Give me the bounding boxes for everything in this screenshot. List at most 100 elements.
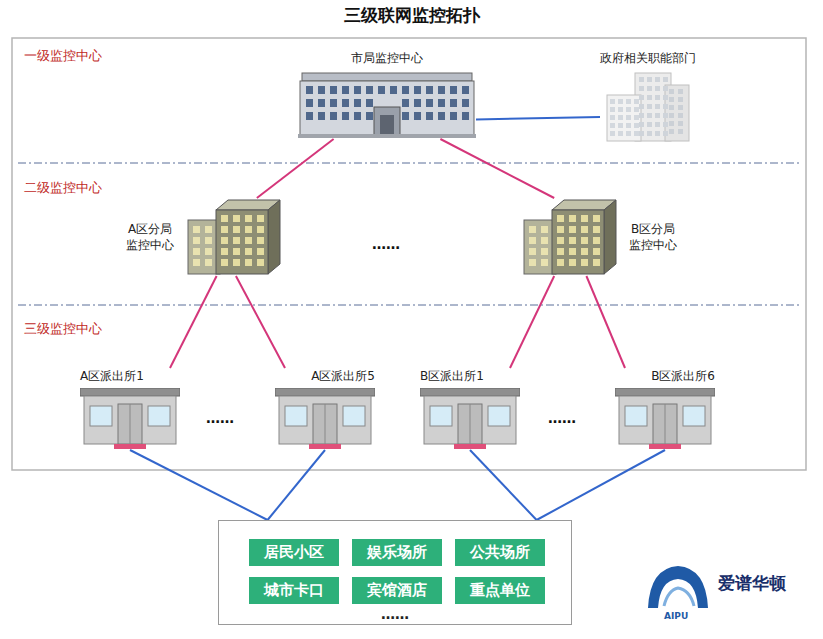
window bbox=[221, 226, 228, 233]
window bbox=[257, 237, 264, 244]
window bbox=[257, 226, 264, 233]
door bbox=[313, 404, 337, 444]
window bbox=[257, 248, 264, 255]
node-label: A区分局 监控中心 bbox=[120, 221, 180, 253]
window bbox=[438, 86, 445, 94]
window bbox=[414, 99, 421, 107]
window bbox=[593, 237, 600, 244]
window bbox=[342, 86, 349, 94]
window bbox=[569, 237, 576, 244]
wall bbox=[279, 396, 371, 444]
government-building: 政府相关职能部门 bbox=[600, 50, 696, 143]
node-label: …… bbox=[219, 606, 571, 622]
window bbox=[610, 123, 615, 128]
window bbox=[306, 112, 313, 120]
window bbox=[669, 129, 674, 134]
window bbox=[221, 248, 228, 255]
network-link bbox=[470, 450, 537, 520]
node-label: B区派出所1 bbox=[420, 368, 484, 385]
window bbox=[639, 86, 644, 91]
roof bbox=[302, 73, 472, 81]
police-station: A区派出所5 bbox=[275, 368, 375, 450]
window bbox=[193, 248, 200, 255]
window bbox=[378, 86, 385, 94]
hq-building: 市局监控中心 bbox=[298, 50, 476, 139]
wall bbox=[424, 396, 516, 444]
base bbox=[298, 134, 476, 138]
window bbox=[426, 99, 433, 107]
node-label: A区派出所5 bbox=[311, 368, 375, 385]
window bbox=[402, 86, 409, 94]
window bbox=[462, 99, 469, 107]
window bbox=[655, 77, 660, 82]
window bbox=[647, 95, 652, 100]
window bbox=[426, 86, 433, 94]
step bbox=[114, 444, 146, 449]
building-icon bbox=[298, 71, 476, 139]
window bbox=[625, 406, 647, 426]
window bbox=[639, 113, 644, 118]
window bbox=[541, 259, 548, 266]
window bbox=[639, 77, 644, 82]
window bbox=[634, 131, 639, 136]
window bbox=[655, 95, 660, 100]
station-icon bbox=[80, 388, 180, 450]
window bbox=[221, 237, 228, 244]
building-icon bbox=[605, 71, 691, 143]
window bbox=[626, 115, 631, 120]
network-link bbox=[440, 139, 554, 198]
window bbox=[678, 97, 683, 102]
window bbox=[366, 112, 373, 120]
window bbox=[438, 112, 445, 120]
window bbox=[205, 259, 212, 266]
window bbox=[245, 215, 252, 222]
window bbox=[541, 226, 548, 233]
window bbox=[221, 215, 228, 222]
window bbox=[663, 77, 668, 82]
diagram-title: 三级联网监控拓扑 bbox=[0, 4, 823, 27]
station-icon bbox=[420, 388, 520, 450]
window bbox=[306, 99, 313, 107]
window bbox=[569, 226, 576, 233]
window bbox=[655, 104, 660, 109]
window bbox=[663, 122, 668, 127]
window bbox=[390, 86, 397, 94]
node-label: 娱乐场所 bbox=[367, 543, 427, 562]
window bbox=[233, 248, 240, 255]
window bbox=[626, 123, 631, 128]
roof bbox=[420, 388, 520, 396]
window bbox=[221, 259, 228, 266]
node-label: A区派出所1 bbox=[80, 368, 144, 385]
window bbox=[414, 112, 421, 120]
step bbox=[454, 444, 486, 449]
branch-building: A区分局 监控中心 bbox=[120, 198, 281, 276]
window bbox=[354, 99, 361, 107]
step bbox=[309, 444, 341, 449]
window bbox=[529, 237, 536, 244]
window bbox=[626, 107, 631, 112]
window bbox=[618, 131, 623, 136]
window bbox=[330, 86, 337, 94]
window bbox=[669, 113, 674, 118]
window bbox=[233, 237, 240, 244]
window bbox=[205, 248, 212, 255]
window bbox=[663, 131, 668, 136]
window bbox=[647, 113, 652, 118]
network-link bbox=[170, 276, 217, 368]
window bbox=[450, 99, 457, 107]
police-station: B区派出所1 bbox=[420, 368, 520, 450]
site-cell: 重点单位 bbox=[455, 577, 545, 604]
window bbox=[257, 259, 264, 266]
node-label: 公共场所 bbox=[470, 543, 530, 562]
window bbox=[557, 226, 564, 233]
window bbox=[647, 131, 652, 136]
wall bbox=[619, 396, 711, 444]
window bbox=[678, 105, 683, 110]
tier-divider bbox=[18, 305, 800, 306]
window bbox=[655, 122, 660, 127]
window bbox=[366, 86, 373, 94]
panel-frame bbox=[12, 38, 806, 470]
window bbox=[618, 123, 623, 128]
window bbox=[245, 226, 252, 233]
node-label: 重点单位 bbox=[470, 581, 530, 600]
